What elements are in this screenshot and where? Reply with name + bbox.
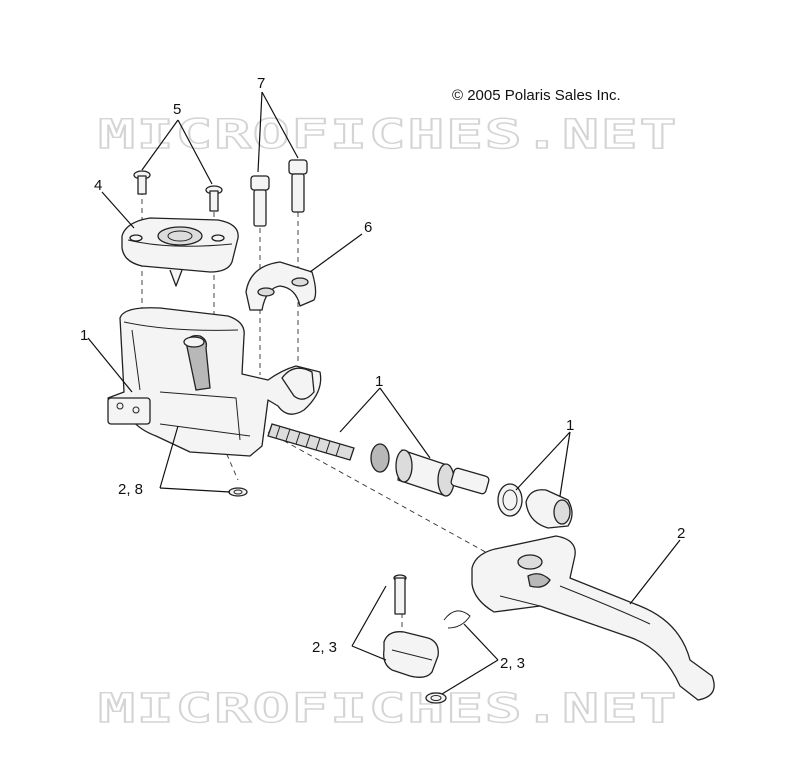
clamp-part-6: [245, 261, 317, 311]
watermark-bottom: MICROFICHES.NET: [98, 686, 678, 732]
leader-lines: [87, 91, 681, 695]
callout-1-left: 1: [80, 327, 88, 344]
o-ring-part-2-3: [425, 692, 447, 704]
callout-1-middle: 1: [375, 373, 383, 390]
callout-4: 4: [94, 177, 102, 194]
clip-part-2-3: [443, 610, 471, 629]
callout-2-8: 2, 8: [118, 481, 143, 498]
pivot-pin-part-2-3: [393, 574, 407, 615]
callout-2: 2: [677, 525, 685, 542]
spring-part-1: [267, 423, 355, 461]
switch-block-part-2-3: [383, 631, 439, 678]
o-ring-part-2-8: [228, 487, 248, 497]
callout-1-right: 1: [566, 417, 574, 434]
master-cylinder-body-part-1: [107, 307, 322, 457]
brake-lever-part-2: [471, 535, 715, 701]
screw-part-5-right: [205, 185, 223, 212]
bolt-part-7-left: [250, 175, 270, 227]
boot-part-1: [525, 489, 573, 529]
callout-5: 5: [173, 101, 181, 118]
bolt-part-7-right: [288, 159, 308, 213]
reservoir-cover-part-4: [121, 217, 239, 287]
copyright-text: © 2005 Polaris Sales Inc.: [452, 87, 621, 104]
callout-2-3-left: 2, 3: [312, 639, 337, 656]
screw-part-5-left: [133, 170, 151, 195]
callout-6: 6: [364, 219, 372, 236]
callout-2-3-right: 2, 3: [500, 655, 525, 672]
piston-part-1: [370, 443, 490, 497]
washer-part-1: [497, 483, 523, 517]
callout-7: 7: [257, 75, 265, 92]
watermark-top: MICROFICHES.NET: [98, 112, 678, 158]
